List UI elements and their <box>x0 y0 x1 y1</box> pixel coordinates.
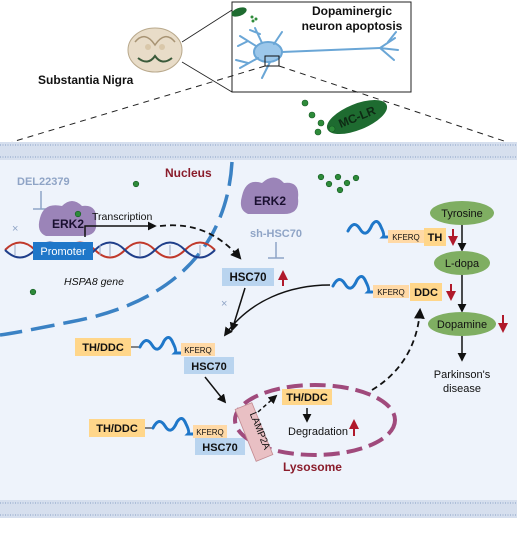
complex2-substrate: TH/DDC <box>96 423 138 435</box>
ddc-label: DDC <box>414 287 438 299</box>
th-motif: KFERQ <box>392 233 420 242</box>
region-label: Substantia Nigra <box>38 73 134 87</box>
pathway-node-dopamine: Dopamine <box>428 312 496 336</box>
promoter-box: Promoter <box>33 242 93 260</box>
shrna-label: sh-HSC70 <box>250 228 302 240</box>
inset-zoom-box <box>264 55 280 67</box>
tyrosine-label: Tyrosine <box>441 208 483 220</box>
outcome-line1: Parkinson's <box>434 369 491 381</box>
dopamine-label: Dopamine <box>437 319 487 331</box>
ddc-substrate: KFERQ DDC <box>331 275 442 301</box>
nuclear-envelope <box>0 161 234 337</box>
lysosome-label: Lysosome <box>283 460 342 474</box>
transcription-arrow <box>84 221 157 237</box>
nucleus-label: Nucleus <box>165 166 212 180</box>
erk2-nuclear-label: ERK2 <box>52 217 84 231</box>
lysosome-cargo: TH/DDC <box>282 389 332 405</box>
protein-chain-icon <box>138 336 183 355</box>
erk2-cytoplasmic: ERK2 <box>240 177 299 214</box>
degradation-label: Degradation <box>288 426 348 438</box>
erk2-nuclear: ERK2 <box>38 201 97 236</box>
cell-membrane-bottom <box>0 500 517 518</box>
promoter-label: Promoter <box>40 246 86 258</box>
protein-chain-icon <box>151 417 195 436</box>
toxin-dots-top <box>301 99 336 136</box>
lysosome-membrane <box>233 383 397 457</box>
inhibition-bar-shrna <box>268 242 284 259</box>
hsc70-label: HSC70 <box>229 272 266 284</box>
lysosome-to-ddc-arrow <box>371 307 425 391</box>
substrate-complex-2: TH/DDC KFERQ HSC70 <box>89 417 245 455</box>
substrate-complex-1: TH/DDC KFERQ HSC70 <box>75 336 234 374</box>
complex2-chaperone: HSC70 <box>202 442 237 454</box>
lysosome-cargo-label: TH/DDC <box>286 392 328 404</box>
pathway-node-ldopa: L-dopa <box>434 251 490 275</box>
complex-to-lamp2a-arrow <box>204 376 227 404</box>
hsc70-to-binding-arrow <box>229 287 246 332</box>
transcription-to-hsc70-arrow <box>159 224 242 260</box>
brain-section-icon <box>127 27 183 73</box>
inset-title-line1: Dopaminergic <box>312 4 392 18</box>
ddc-motif: KFERQ <box>377 288 405 297</box>
inhibitor-label: DEL22379 <box>17 176 70 188</box>
complex1-substrate: TH/DDC <box>82 342 124 354</box>
inset-toxin-icon <box>231 7 258 23</box>
complex1-motif: KFERQ <box>184 346 212 355</box>
pathway-node-tyrosine: Tyrosine <box>430 201 494 225</box>
protein-chain-icon <box>346 220 389 239</box>
th-label: TH <box>428 232 443 244</box>
complex2-motif: KFERQ <box>196 428 224 437</box>
protein-chain-icon <box>331 275 374 294</box>
erk2-cytoplasmic-label: ERK2 <box>254 194 286 208</box>
hsc70-box: HSC70 <box>222 268 274 286</box>
zoom-lines <box>181 9 233 93</box>
ldopa-label: L-dopa <box>445 258 480 270</box>
hsc70-cross-icon: × <box>221 298 227 310</box>
inhibition-cross-icon: × <box>12 223 18 235</box>
th-substrate: KFERQ TH <box>346 220 446 246</box>
dashed-zoom-lines <box>11 65 508 143</box>
neuron-icon <box>235 27 399 79</box>
transcription-label: Transcription <box>92 211 152 223</box>
cell-membrane-top <box>0 142 517 160</box>
toxin-dots-cell <box>29 173 360 296</box>
complex1-chaperone: HSC70 <box>191 361 226 373</box>
toxin-icon: MC-LR <box>326 100 388 134</box>
inset-title-line2: neuron apoptosis <box>302 19 403 33</box>
outcome-line2: disease <box>443 383 481 395</box>
gene-label: HSPA8 gene <box>64 276 124 288</box>
